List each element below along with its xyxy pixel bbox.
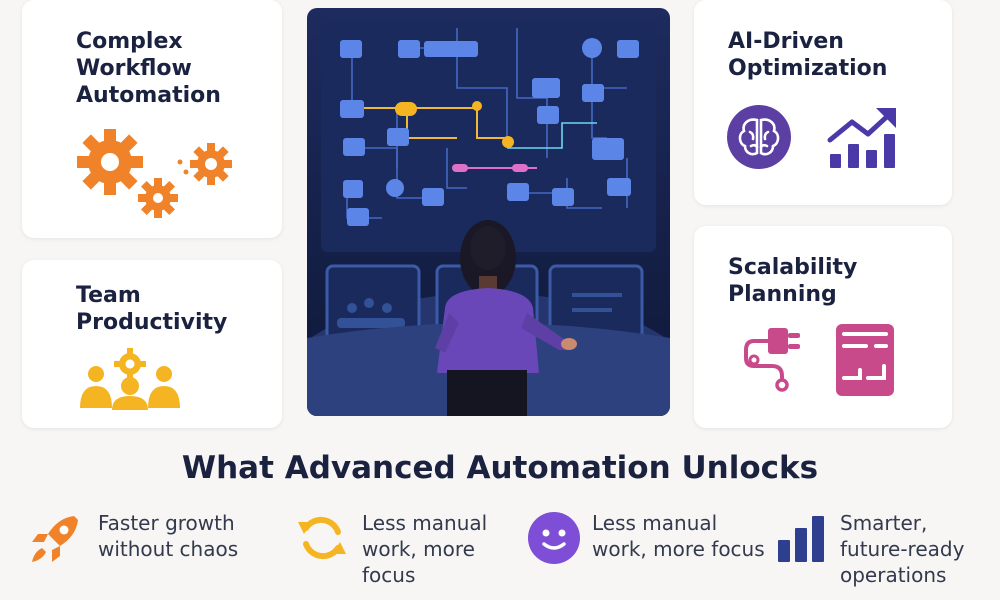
team-icon	[80, 348, 180, 410]
server-dashboard-icon	[836, 324, 894, 396]
bar-chart-icon	[778, 516, 824, 562]
smile-face-icon	[528, 512, 580, 564]
card-title: Team Productivity	[76, 283, 228, 335]
card-team-productivity: Team Productivity	[22, 260, 282, 428]
benefit-less-manual-work: Less manual work, more focus	[294, 510, 504, 590]
growth-chart-icon	[827, 108, 896, 168]
rocket-icon	[32, 516, 78, 562]
section-heading: What Advanced Automation Unlocks	[181, 450, 819, 486]
plug-icon	[744, 328, 800, 392]
benefit-smarter-operations: Smarter, future-ready operations	[776, 510, 996, 590]
card-ai-optimization: AI-Driven Optimization	[694, 0, 952, 205]
gears-icon	[77, 129, 232, 218]
card-title: Scalability Planning	[728, 255, 858, 307]
hero-illustration	[307, 8, 670, 416]
person-at-control-panel-illustration	[307, 8, 670, 416]
card-title: Complex Workflow Automation	[76, 29, 221, 108]
benefit-more-focus: Less manual work, more focus	[526, 510, 766, 590]
card-title: AI-Driven Optimization	[728, 29, 888, 81]
benefit-text: Smarter, future-ready operations	[840, 511, 965, 587]
card-complex-workflow: Complex Workflow Automation	[22, 0, 282, 238]
benefit-text: Less manual work, more focus	[362, 511, 488, 587]
brain-icon	[727, 105, 791, 169]
card-scalability: Scalability Planning	[694, 226, 952, 428]
refresh-icon	[298, 516, 346, 560]
benefit-text: Less manual work, more focus	[592, 511, 765, 561]
benefit-faster-growth: Faster growth without chaos	[28, 510, 258, 590]
benefit-text: Faster growth without chaos	[98, 511, 239, 561]
